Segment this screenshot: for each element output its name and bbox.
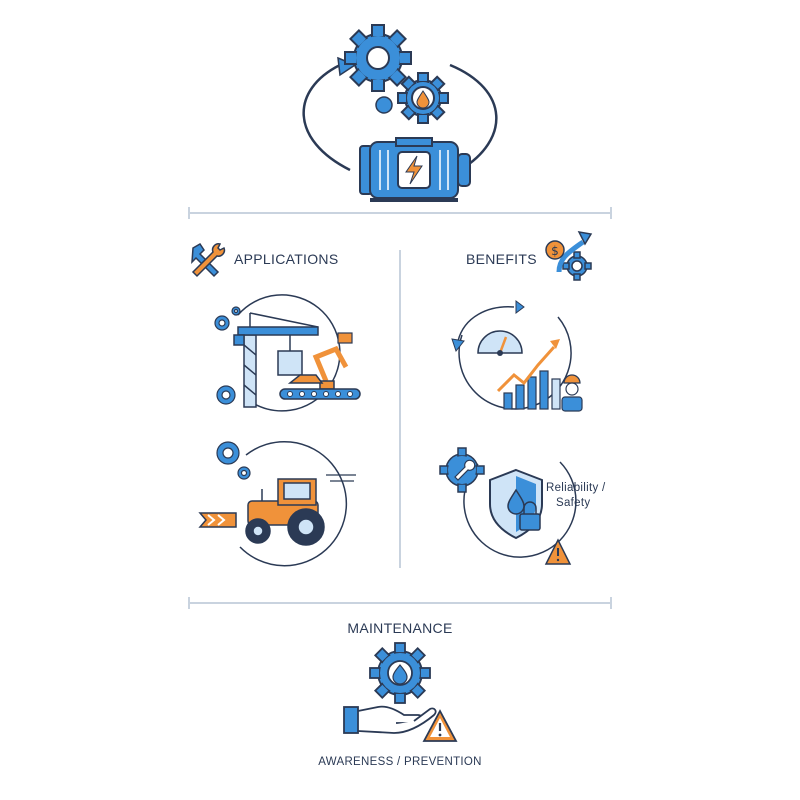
warning-icon [422,709,458,742]
applications-title: APPLICATIONS [234,251,339,267]
money-growth-icon: $ [545,231,593,281]
top-cycle-illustration [302,24,498,202]
reliability-illustration [439,447,577,565]
gear-oil-icon [397,72,449,124]
gear-icon [237,466,251,480]
maintenance-illustration [343,642,458,742]
lock-icon [519,501,541,531]
tractor-icon [198,478,325,546]
oil-drop-icon [392,664,408,685]
gear-icon [216,441,240,465]
tools-icon [191,243,226,278]
benefits-title: BENEFITS [466,251,537,267]
bottom-divider [188,597,612,609]
maintenance-title: MAINTENANCE [347,620,453,636]
reliability-label-line1: Reliability / [546,482,606,494]
tractor-illustration [198,440,356,567]
svg-text:$: $ [551,244,559,258]
gear-icon [231,306,241,316]
robot-arm-icon [287,345,349,390]
center-divider [399,250,401,568]
gear-icon [216,385,236,405]
worker-icon [561,374,583,412]
gear-icon [369,642,431,704]
top-divider [188,207,612,219]
reliability-label-line2: Safety [556,497,591,509]
maintenance-caption: AWARENESS / PREVENTION [318,756,482,768]
gear-icon [439,447,485,493]
gear-icon [344,24,412,92]
electric-motor-icon [359,137,471,202]
warning-icon [544,538,572,565]
performance-illustration [451,300,583,412]
bar-chart-icon [503,370,561,410]
speedometer-icon [477,330,523,356]
crane-robot-illustration [214,294,361,412]
gear-icon [214,315,230,331]
hand-icon [343,705,437,734]
crane-icon [233,312,319,408]
